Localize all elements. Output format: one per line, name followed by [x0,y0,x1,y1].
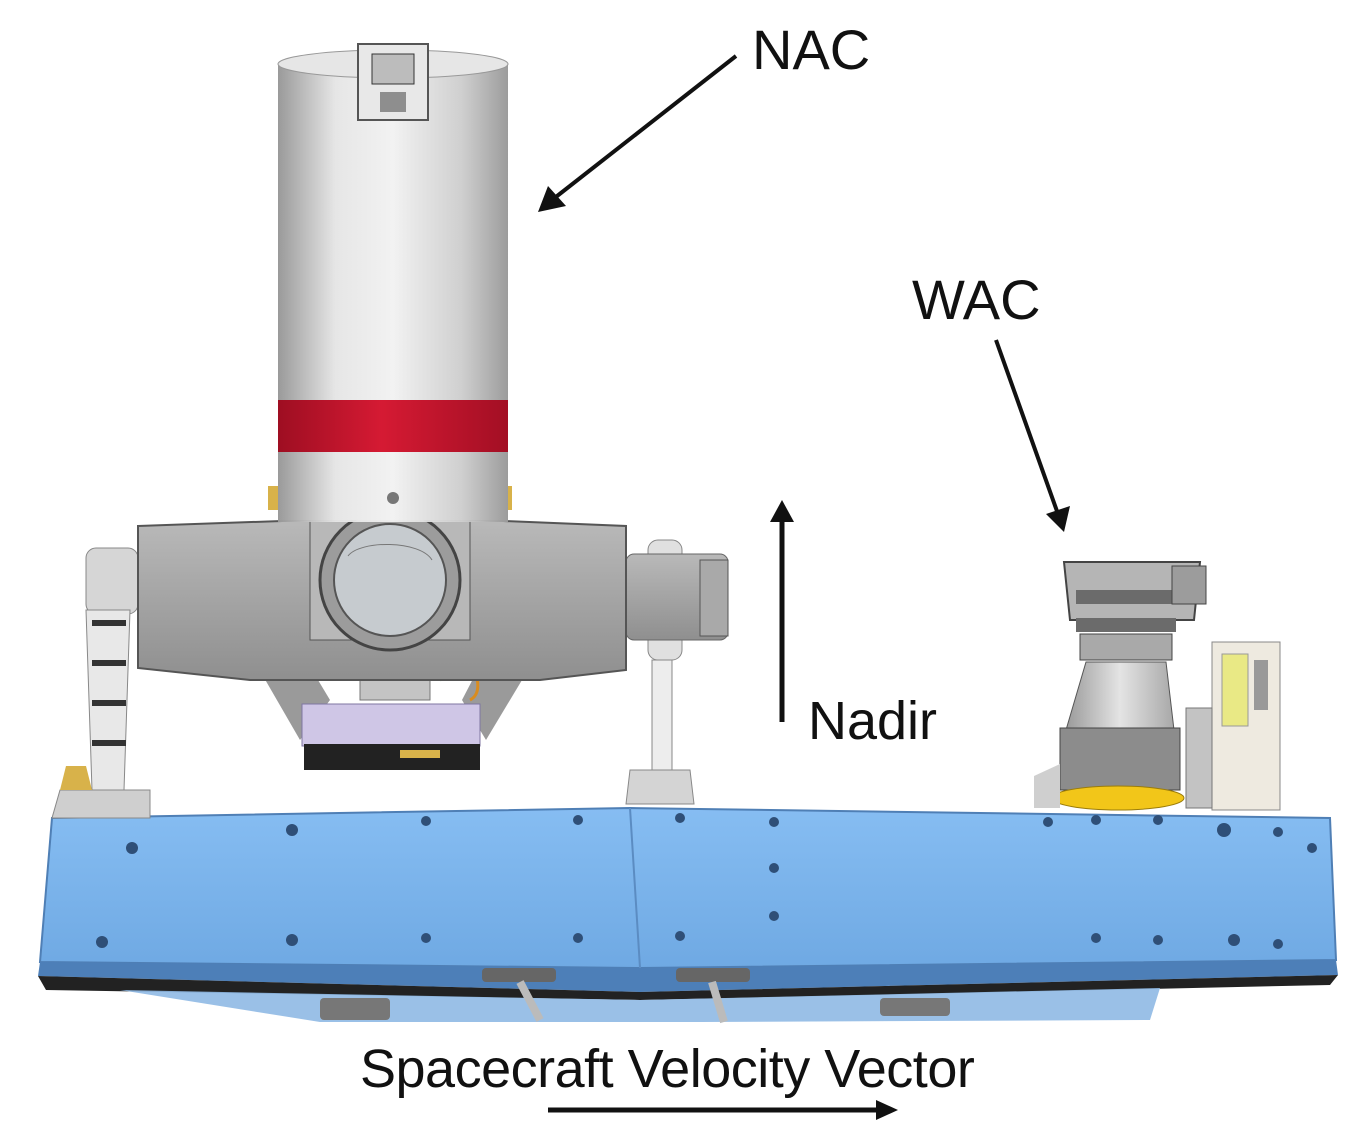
nac-pointer-arrow [538,54,738,212]
wac-label: WAC [912,268,1041,331]
nadir-arrow [770,500,794,722]
wac-pointer-arrow [994,339,1070,532]
optical-bench [38,806,1338,1024]
velocity-vector-label: Spacecraft Velocity Vector [360,1039,975,1099]
velocity-arrow [548,1100,898,1120]
nac-telescope-cylinder [277,43,509,522]
nac-support-legs [51,539,729,819]
nadir-label: Nadir [808,691,938,751]
nac-housing [137,486,627,681]
wac-camera [1034,561,1281,811]
wac-base-ring [1051,785,1185,811]
nac-red-band [278,400,508,452]
nac-label: NAC [752,18,871,81]
